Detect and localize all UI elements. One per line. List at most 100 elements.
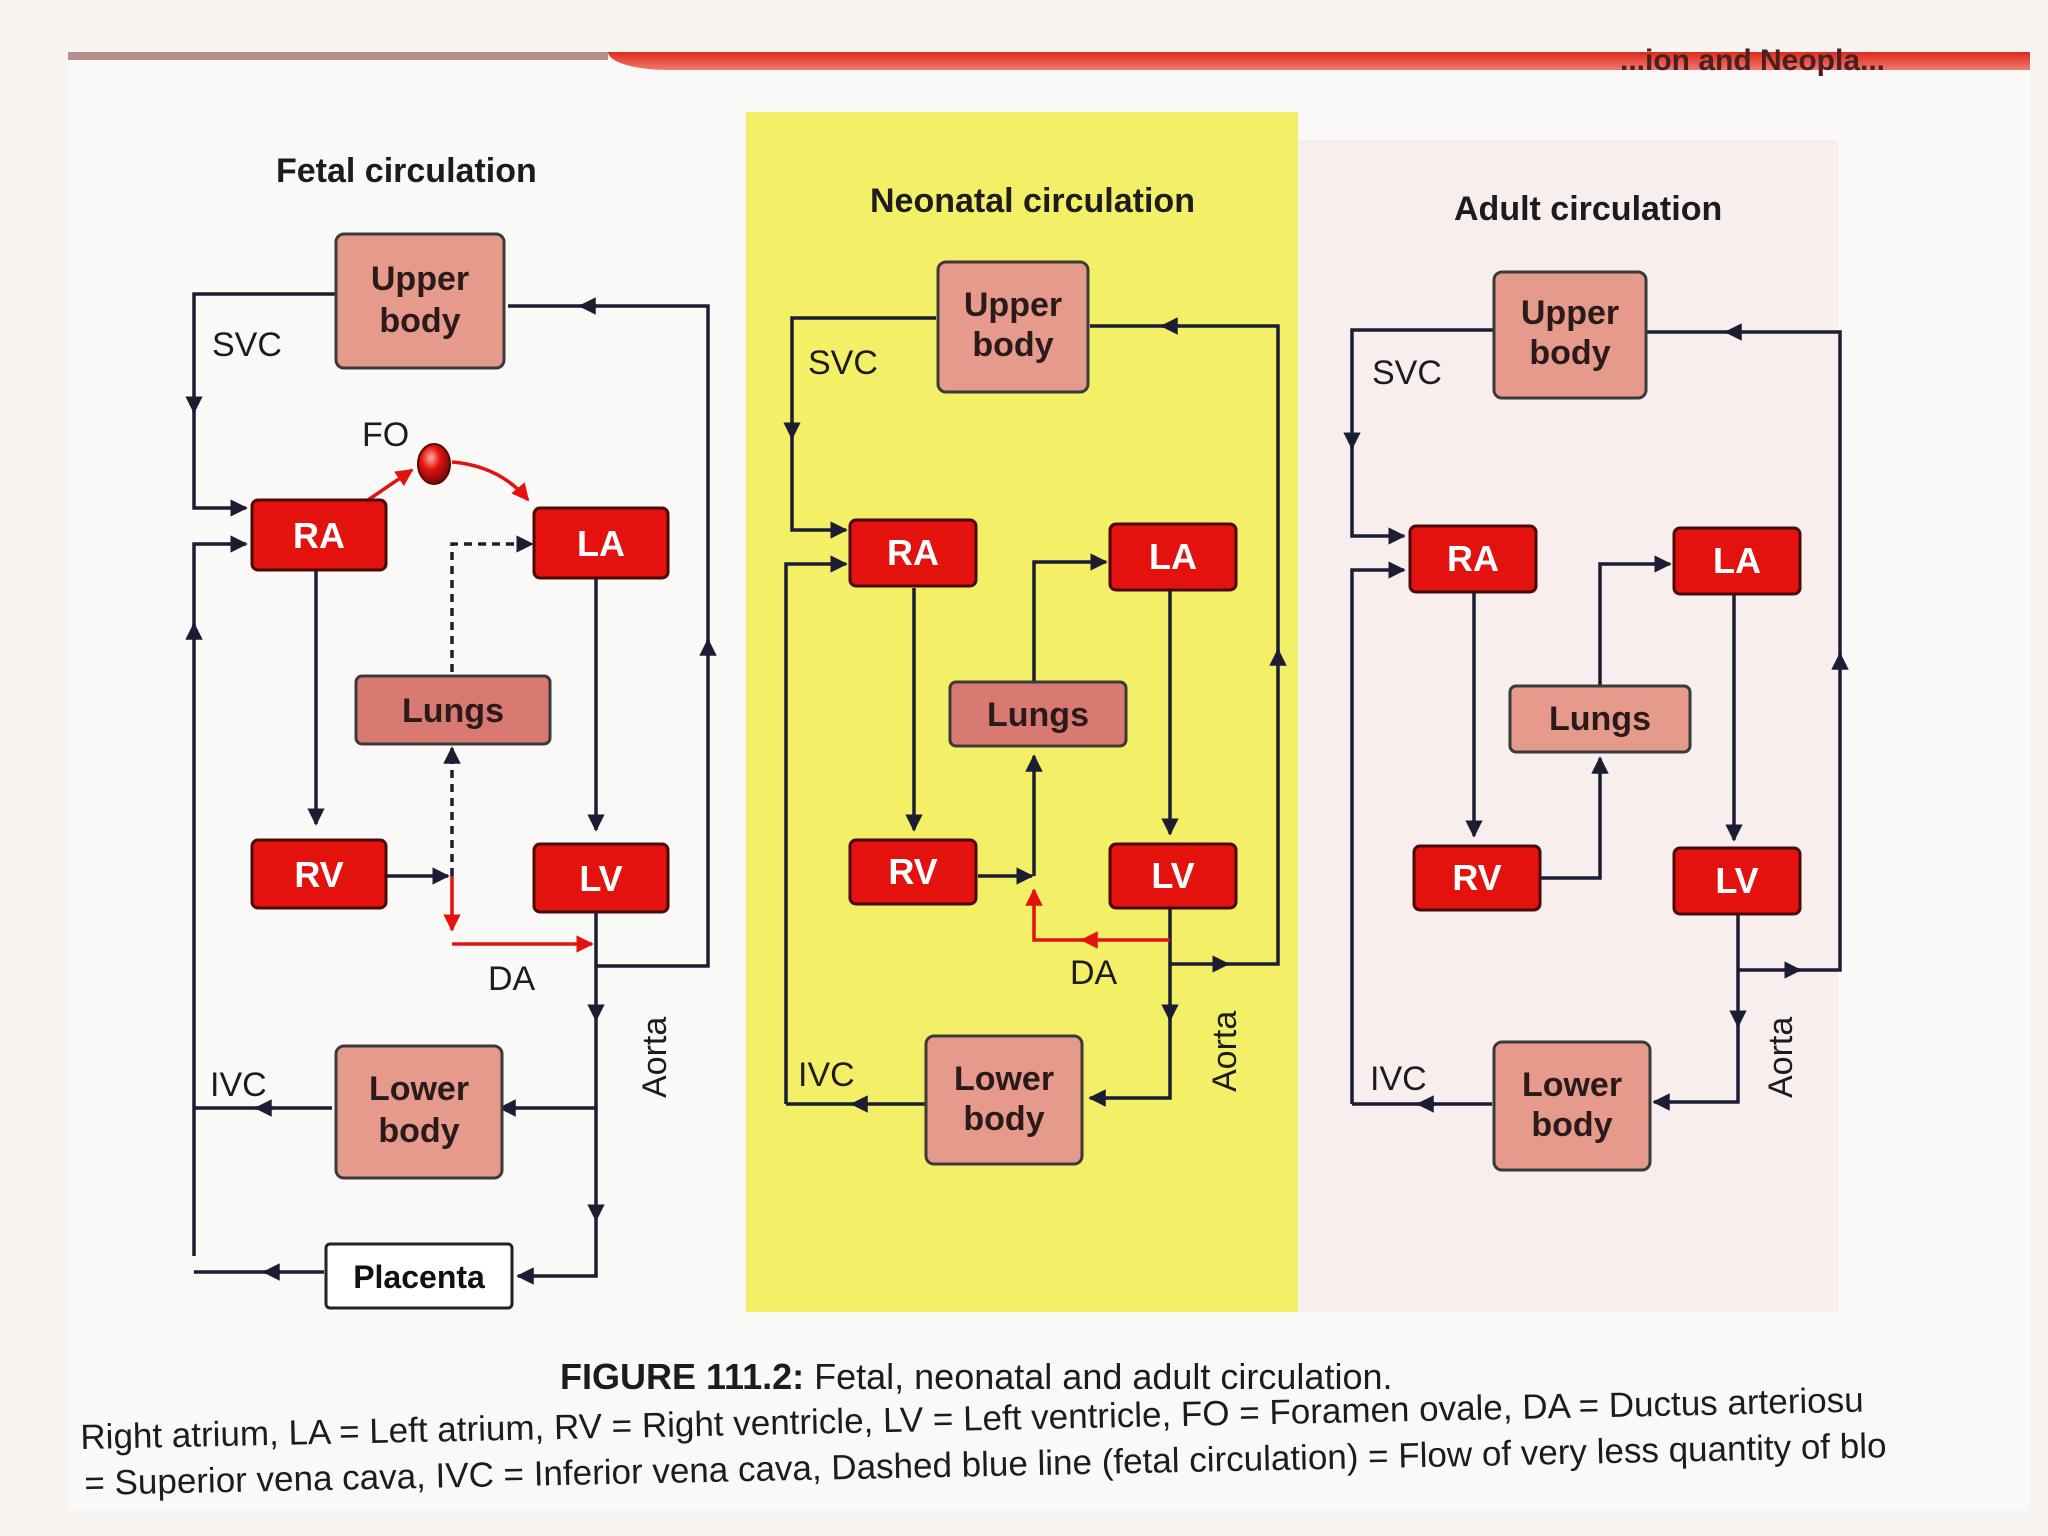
neonatal-svc-line — [783, 316, 936, 440]
fetal-rv-box — [250, 838, 388, 910]
adult-la-label: LA — [1713, 540, 1761, 581]
fetal-da-label: DA — [488, 960, 536, 998]
adult-lv-label: LV — [1715, 860, 1758, 901]
neonatal-la-label: LA — [1149, 536, 1197, 577]
fetal-fo-in — [367, 468, 414, 502]
adult-lower-body-line1: Lower — [1522, 1066, 1622, 1104]
adult-rv-box — [1412, 844, 1542, 912]
neonatal-svc-to-ra — [790, 428, 848, 539]
adult-rv-label: RV — [1452, 857, 1501, 898]
figure-caption-text: Fetal, neonatal and adult circulation. — [814, 1356, 1393, 1397]
neonatal-ivc-to-ra — [784, 555, 848, 1104]
fetal-foramen-ovale-icon — [417, 443, 451, 485]
adult-svc-line — [1343, 328, 1494, 450]
neonatal-ivc-label: IVC — [798, 1056, 855, 1094]
adult-ra-box — [1408, 524, 1538, 594]
neonatal-da-red-up — [1025, 888, 1090, 942]
neonatal-rv-label: RV — [888, 851, 937, 892]
fetal-panel: Fetal circulation — [185, 152, 717, 1310]
fetal-ivc-label: IVC — [210, 1066, 267, 1104]
fetal-upper-body-box — [334, 232, 506, 370]
adult-pulmonary-artery — [1538, 756, 1609, 880]
fetal-svc-label: SVC — [212, 326, 282, 364]
fetal-fo-label: FO — [362, 416, 409, 454]
adult-ivc-label: IVC — [1370, 1060, 1427, 1098]
neonatal-lower-body-line2: body — [963, 1100, 1044, 1138]
fetal-la-label: LA — [577, 523, 625, 564]
neonatal-lv-box — [1108, 842, 1238, 910]
adult-lower-body-line2: body — [1531, 1106, 1612, 1144]
fetal-ra-box — [250, 498, 388, 572]
adult-aorta-to-lower — [1652, 1016, 1740, 1111]
figure-caption: FIGURE 111.2: Fetal, neonatal and adult … — [560, 1356, 1393, 1398]
adult-title: Adult circulation — [1454, 190, 1722, 228]
fetal-ivc-to-ra — [192, 535, 248, 640]
adult-connections — [1343, 323, 1849, 1113]
fetal-aorta-label: Aorta — [636, 1017, 674, 1098]
fetal-aorta-to-placenta — [516, 1220, 598, 1285]
fetal-lungs-to-la-dashed — [450, 535, 534, 672]
running-head: ...ion and Neopla... — [1620, 44, 1886, 77]
neonatal-la-box — [1108, 522, 1238, 592]
adult-lungs-box — [1508, 684, 1692, 754]
fetal-svc-line — [185, 292, 336, 414]
fetal-lower-body-line2: body — [378, 1112, 459, 1150]
neonatal-aorta-to-lower — [1088, 1010, 1172, 1107]
adult-svc-to-ra — [1350, 438, 1406, 545]
fetal-upper-body-line1: Upper — [371, 260, 469, 298]
fetal-fo-out — [451, 460, 530, 502]
adult-lower-body-box — [1492, 1040, 1652, 1172]
adult-to-upper-body — [1724, 323, 1842, 664]
fetal-connections — [185, 292, 717, 1285]
page-edge — [2030, 0, 2048, 1536]
adult-la-box — [1672, 526, 1802, 596]
adult-upper-body-box — [1492, 270, 1648, 400]
adult-lungs-to-la — [1598, 555, 1672, 686]
adult-aorta-label: Aorta — [1762, 1017, 1800, 1098]
neonatal-lv-label: LV — [1151, 855, 1194, 896]
neonatal-rv-box — [848, 838, 978, 906]
adult-upper-body-line1: Upper — [1521, 294, 1619, 332]
adult-upper-body-line2: body — [1529, 334, 1610, 372]
neonatal-ra-label: RA — [887, 532, 939, 573]
neonatal-svc-label: SVC — [808, 344, 878, 382]
fetal-lv-label: LV — [579, 858, 622, 899]
neonatal-lungs-to-la — [1032, 553, 1108, 684]
fetal-lv-box — [532, 842, 670, 914]
neonatal-lower-body-line1: Lower — [954, 1060, 1054, 1098]
neonatal-panel: Neonatal circulation Upper body RA — [783, 182, 1287, 1166]
fetal-lungs-label: Lungs — [402, 692, 504, 730]
neonatal-title: Neonatal circulation — [870, 182, 1195, 220]
neonatal-connections — [783, 316, 1287, 1113]
adult-svc-label: SVC — [1372, 354, 1442, 392]
fetal-aorta-up — [596, 638, 717, 968]
fetal-la-box — [532, 506, 670, 580]
adult-panel: Adult circulation Upper body RA LA Lungs — [1343, 190, 1849, 1172]
fetal-lower-body-line1: Lower — [369, 1070, 469, 1108]
fetal-rv-label: RV — [294, 854, 343, 895]
header-rule-dark — [68, 52, 608, 60]
neonatal-aorta-label: Aorta — [1206, 1011, 1244, 1092]
figure-number: FIGURE 111.2: — [560, 1356, 805, 1397]
header-rule-red — [608, 52, 2030, 70]
neonatal-upper-body-line1: Upper — [964, 286, 1062, 324]
neonatal-ra-box — [848, 518, 978, 588]
neonatal-da-label: DA — [1070, 954, 1118, 992]
adult-ivc-to-ra — [1350, 561, 1406, 1104]
neonatal-lungs-label: Lungs — [987, 696, 1089, 734]
fetal-to-upper-body — [578, 297, 710, 650]
neonatal-lungs-box — [948, 680, 1128, 748]
adult-lungs-label: Lungs — [1549, 700, 1651, 738]
fetal-upper-body-line2: body — [379, 302, 460, 340]
fetal-title: Fetal circulation — [276, 152, 537, 190]
adult-aorta-up — [1796, 652, 1849, 972]
neonatal-to-upper-body — [1160, 317, 1280, 660]
fetal-ra-label: RA — [293, 515, 345, 556]
fetal-svc-to-ra — [192, 400, 248, 517]
adult-lv-box — [1672, 846, 1802, 916]
adult-ra-label: RA — [1447, 538, 1499, 579]
neonatal-lower-body-box — [924, 1034, 1084, 1166]
neonatal-aorta-up — [1226, 648, 1287, 966]
fetal-placenta-label: Placenta — [353, 1259, 485, 1295]
